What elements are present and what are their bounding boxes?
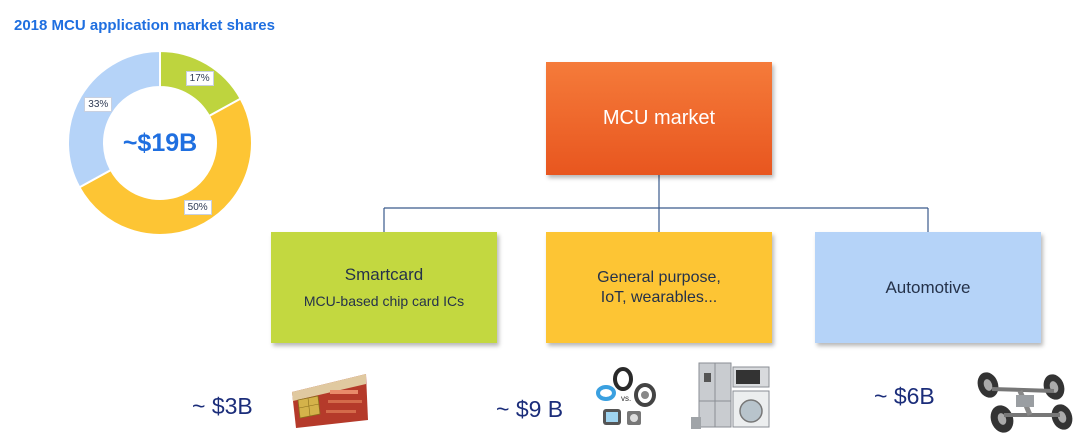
- general-purpose-value: ~ $9 B: [496, 396, 564, 422]
- mcu-market-box: MCU market: [546, 62, 772, 175]
- wearables-image: vs.: [596, 367, 656, 425]
- market-donut-chart: ~$19B 17% 50% 33%: [60, 48, 260, 238]
- smartcard-box: Smartcard MCU-based chip card ICs: [271, 232, 497, 343]
- appliances-image: [691, 362, 770, 429]
- donut-slice-label-0: 17%: [185, 71, 214, 87]
- chart-title: 2018 MCU application market shares: [14, 17, 275, 34]
- smartcard-title: Smartcard: [344, 265, 424, 284]
- smartcard-subtitle: MCU-based chip card ICs: [303, 293, 465, 309]
- automotive-title: Automotive: [885, 278, 971, 297]
- car-chassis-image: [977, 372, 1073, 433]
- chip-card-image: [292, 374, 368, 428]
- automotive-box: Automotive: [815, 232, 1041, 343]
- general-purpose-line2: IoT, wearables...: [600, 288, 718, 306]
- general-purpose-line1: General purpose,: [597, 268, 721, 286]
- donut-slice-label-1: 50%: [183, 199, 212, 215]
- smartcard-value: ~ $3B: [192, 393, 253, 419]
- mcu-market-label: MCU market: [602, 107, 716, 129]
- donut-slice-2: [67, 49, 161, 189]
- general-purpose-box: General purpose, IoT, wearables...: [546, 232, 772, 343]
- automotive-value: ~ $6B: [874, 383, 935, 409]
- donut-slice-label-2: 33%: [84, 97, 113, 113]
- donut-center-total: ~$19B: [122, 128, 198, 157]
- svg-text:vs.: vs.: [621, 394, 631, 403]
